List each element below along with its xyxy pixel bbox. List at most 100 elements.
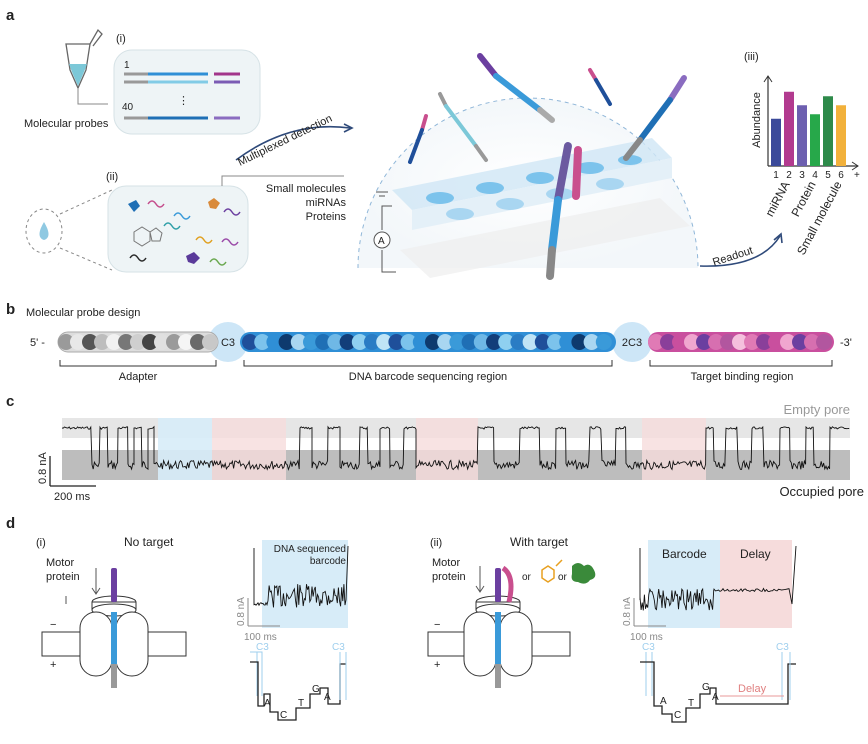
barcode-bead <box>437 334 454 350</box>
target-bracket <box>649 360 833 367</box>
barcode-bead <box>327 334 344 350</box>
barcode-bead <box>412 334 429 350</box>
d-right-delay-label: Delay <box>740 547 771 561</box>
d-left-trace-label-1: DNA sequenced <box>274 544 346 555</box>
d-left-motor-2: protein <box>46 571 80 583</box>
target-bead <box>732 334 748 350</box>
barcode-bead <box>547 334 563 350</box>
droplet-icon <box>39 222 49 240</box>
bar-tick-5: 5 <box>825 170 831 181</box>
probe-beads <box>58 334 832 350</box>
current-trace <box>61 425 850 471</box>
multiplex-arrow <box>235 125 351 161</box>
d-left-scale-x-label: 100 ms <box>244 632 277 643</box>
molecular-probes-label: Molecular probes <box>24 118 109 130</box>
adapter-bead <box>118 334 134 350</box>
barcode-bead <box>473 334 490 350</box>
c3-spacer-right <box>612 322 652 362</box>
target-bead <box>648 334 664 350</box>
d-right-step-diagram <box>640 652 796 723</box>
probe-design-title: Molecular probe design <box>26 307 140 319</box>
three-prime-label: -3' <box>840 337 852 349</box>
d-left-c3-right: C3 <box>332 642 345 653</box>
barcode-bead <box>364 334 380 350</box>
target-bead <box>816 334 832 350</box>
chart-y-label: Abundance <box>751 92 763 148</box>
adapter-bead <box>82 334 98 350</box>
d-right-delay-step: Delay <box>738 683 767 695</box>
chart-x-arrow <box>851 161 859 171</box>
barcode-bead <box>425 334 441 350</box>
barcode-bead <box>461 334 478 350</box>
d-right-barcode-highlight <box>648 540 720 628</box>
highlight-pink-1 <box>212 418 286 480</box>
d-right-c3-left: C3 <box>642 642 655 653</box>
highlight-pink-3 <box>642 418 706 480</box>
panel-c-letter: c <box>6 393 14 410</box>
barcode-bead <box>290 334 307 350</box>
target-bead <box>756 334 772 350</box>
target-bead <box>744 334 760 350</box>
d-right-step-a1: A <box>660 696 667 707</box>
d-left-sub: (i) <box>36 537 46 549</box>
barcode-bead <box>595 334 612 350</box>
ammeter-label: A <box>378 236 385 247</box>
sub-iii-label: (iii) <box>744 51 759 63</box>
d-right-plus: + <box>434 659 440 671</box>
c3-label-left: C3 <box>221 337 235 349</box>
d-left-trace <box>253 545 349 608</box>
row-first-label: 1 <box>124 60 130 71</box>
d-left-step-c: C <box>280 710 287 721</box>
d-right-step-t: T <box>688 698 694 709</box>
target-label: Target binding region <box>691 371 794 383</box>
adapter-bead <box>130 334 146 350</box>
bar-6 <box>836 105 846 166</box>
bar-tick-plus: + <box>854 170 860 181</box>
d-right-sub: (ii) <box>430 537 442 549</box>
d-right-delay-highlight <box>720 540 792 628</box>
d-left-plus: + <box>50 659 56 671</box>
barcode-bead <box>522 334 539 350</box>
barcode-bead <box>449 334 466 350</box>
barcode-bead <box>254 334 271 350</box>
d-right-barcode-label: Barcode <box>662 547 707 561</box>
target-bead <box>696 334 712 350</box>
barcode-bead <box>376 334 393 350</box>
bar-tick-6: 6 <box>838 170 844 181</box>
target-bead <box>720 334 736 350</box>
d-left-step-diagram <box>250 651 347 721</box>
readout-arrow <box>699 235 781 267</box>
barcode-bead <box>242 334 258 350</box>
analyte-mirnas: miRNAs <box>306 197 347 209</box>
probe-library-box <box>113 49 261 135</box>
barcode-bead <box>315 334 332 350</box>
target-bead <box>780 334 796 350</box>
barcode-bead <box>486 334 502 350</box>
d-left-scale-y-label: 0.8 nA <box>236 597 247 626</box>
analyte-proteins: Proteins <box>306 211 347 223</box>
barcode-bead <box>400 334 417 350</box>
adapter-bracket <box>59 360 217 367</box>
panel-a-letter: a <box>6 7 15 24</box>
adapter-bead <box>94 334 110 350</box>
target-bead <box>804 334 820 350</box>
d-left-step-a1: A <box>264 698 271 709</box>
c3-spacer-left <box>208 322 248 362</box>
barcode-bead <box>351 334 368 350</box>
barcode-bead <box>278 334 295 350</box>
row-last-label: 40 <box>122 102 134 113</box>
nanopore-right <box>427 559 596 688</box>
adapter-bead <box>70 334 86 350</box>
d-left-trace-label-2: barcode <box>310 556 347 567</box>
adapter-bead <box>166 334 182 350</box>
d-left-minus: − <box>50 619 56 631</box>
target-bead <box>672 334 688 350</box>
flowcell-membrane <box>392 138 690 278</box>
scale-x-label: 200 ms <box>54 491 91 503</box>
d-right-scale-y-label: 0.8 nA <box>622 597 633 626</box>
tube-icon <box>65 28 108 105</box>
barcode-bracket <box>243 360 613 367</box>
target-bead <box>684 334 700 350</box>
occupied-pore-label: Occupied pore <box>779 484 864 499</box>
